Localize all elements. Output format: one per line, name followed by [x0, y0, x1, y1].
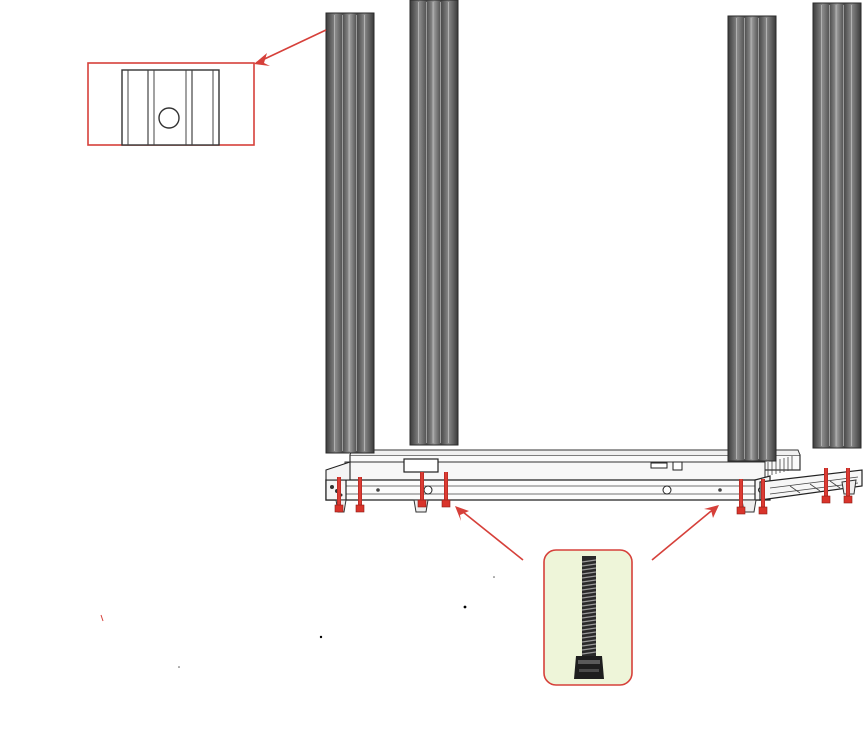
extrusion-1	[325, 12, 375, 454]
vent-grille	[767, 456, 793, 476]
port-slot	[650, 462, 668, 469]
display-window	[403, 458, 439, 473]
extrusion-2	[409, 0, 459, 446]
stray-marks	[100, 576, 495, 668]
screw-6	[758, 479, 768, 515]
extrusion-slot-callout	[87, 29, 327, 146]
extrusion-4	[812, 2, 862, 449]
vertical-extrusions	[325, 0, 862, 462]
screw-callout	[455, 505, 719, 686]
socket-head-screw-icon	[574, 556, 604, 679]
screw-7	[821, 468, 831, 504]
screws-group	[334, 468, 853, 515]
base-frame	[325, 449, 863, 513]
extrusion-3	[727, 15, 777, 462]
screw-3	[417, 472, 427, 508]
extrusion-profile-icon	[121, 69, 220, 146]
screw-5	[736, 479, 746, 515]
port-slot-2	[672, 461, 683, 471]
screw-4	[441, 472, 451, 508]
screw-8	[843, 468, 853, 504]
screw-1	[334, 477, 344, 513]
screw-2	[355, 477, 365, 513]
